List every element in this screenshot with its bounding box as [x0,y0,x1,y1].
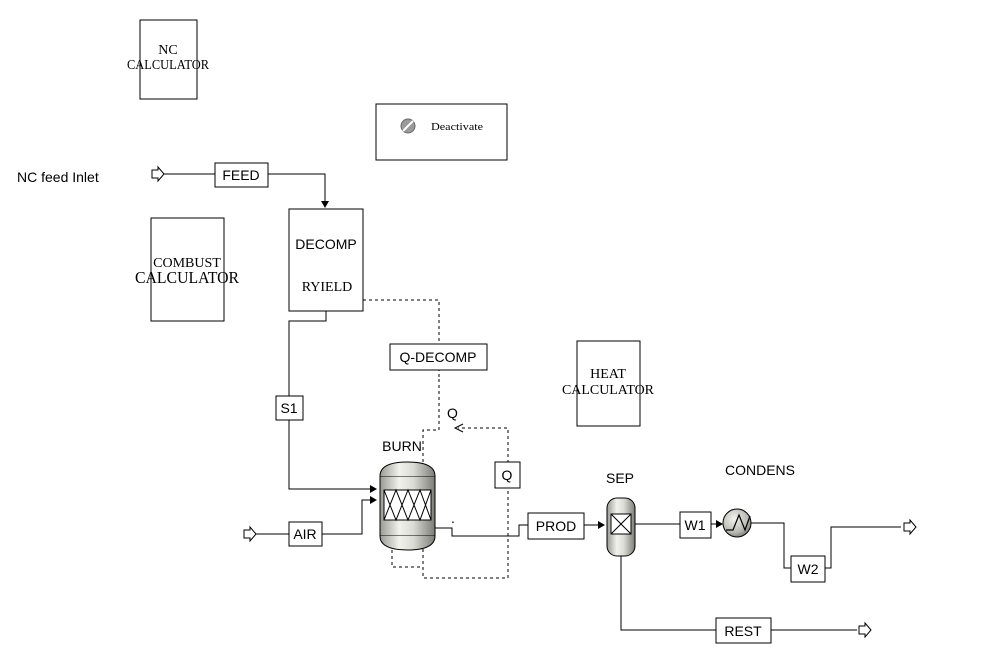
air-inlet-port-icon[interactable] [243,525,257,543]
burn-block[interactable]: BURN . [379,438,455,551]
deactivate-block[interactable]: Deactivate [375,103,508,161]
burn-packing-icon [383,488,432,522]
condens-coil-icon [726,513,751,532]
q-port-label: Q [447,405,458,421]
stream-feed[interactable]: FEED [164,162,329,208]
deactivate-icon [400,118,416,134]
stream-s1[interactable]: S1 [275,311,377,493]
burn-heat-dot: . [451,510,455,526]
rest-outlet-port-icon[interactable] [858,621,872,639]
decomp-block[interactable]: DECOMP RYIELD [288,208,364,312]
condens-block[interactable]: CONDENS [722,462,795,538]
nc-calculator-line2: CALCULATOR [127,58,210,73]
decomp-model: RYIELD [302,280,353,295]
condens-name: CONDENS [725,462,795,478]
stream-rest[interactable]: REST [620,556,857,644]
heat-calculator-line1: HEAT [590,367,626,382]
nc-feed-inlet-label: NC feed Inlet [17,169,99,185]
stream-feed-label: FEED [222,167,259,183]
combust-calculator-line2: CALCULATOR [135,268,240,287]
stream-q-label: Q [502,467,513,483]
combust-calculator-block[interactable]: COMBUST CALCULATOR [135,217,240,322]
stream-q-decomp-label: Q-DECOMP [400,349,477,365]
stream-w1[interactable]: W1 [635,511,723,539]
stream-air[interactable]: AIR [256,496,377,547]
deactivate-label: Deactivate [431,121,483,133]
stream-q[interactable]: Q Q [447,405,521,489]
decomp-name: DECOMP [295,236,356,252]
feed-inlet-port-icon[interactable] [151,165,165,183]
stream-air-label: AIR [293,526,316,542]
nc-calculator-block[interactable]: NC CALCULATOR [127,19,210,100]
stream-w2-label: W2 [798,561,819,577]
stream-w2[interactable]: W2 [751,522,901,583]
burn-heat-return [391,544,423,568]
combust-calculator-line1: COMBUST [153,256,221,271]
stream-prod-label: PROD [536,518,576,534]
heat-calculator-line2: CALCULATOR [562,383,655,398]
w2-outlet-port-icon[interactable] [903,518,917,536]
burn-name: BURN [382,438,422,454]
sep-name: SEP [606,470,634,486]
stream-q-decomp[interactable]: Q-DECOMP [363,299,509,579]
stream-s1-label: S1 [280,400,297,416]
stream-prod[interactable]: PROD [435,512,605,540]
heat-calculator-block[interactable]: HEAT CALCULATOR [562,340,655,427]
stream-rest-label: REST [724,623,762,639]
sep-cross-icon [610,513,632,535]
q-arrow-icon [453,423,464,433]
sep-block[interactable]: SEP [606,470,636,557]
nc-calculator-line1: NC [158,43,177,58]
stream-w1-label: W1 [685,517,706,533]
